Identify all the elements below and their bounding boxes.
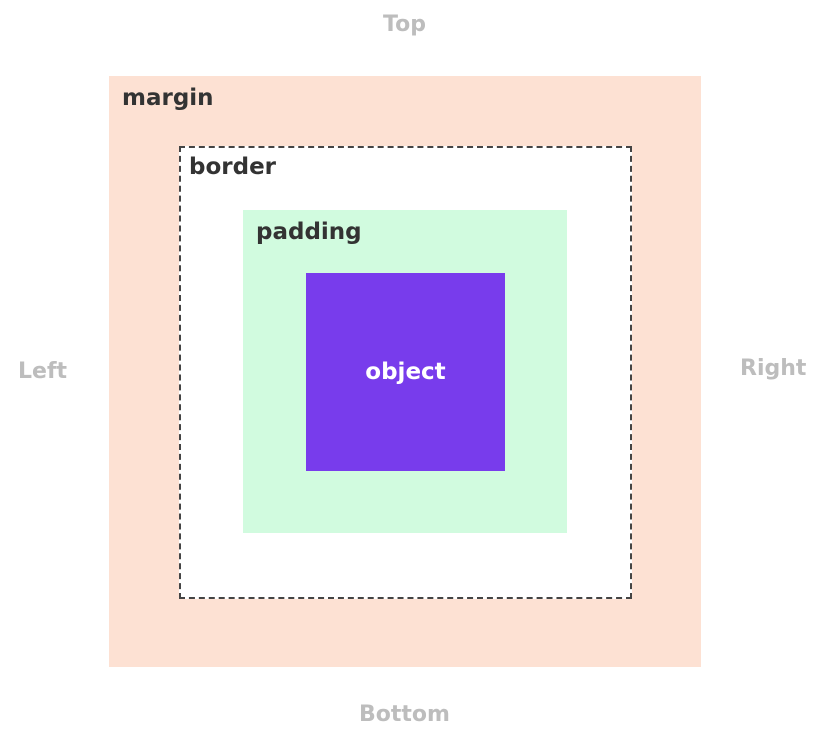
top-label: Top (383, 12, 426, 37)
object-box: object (306, 273, 505, 471)
object-label: object (365, 359, 446, 385)
border-label: border (189, 154, 277, 180)
left-label: Left (18, 359, 68, 384)
bottom-label: Bottom (359, 702, 450, 727)
right-label: Right (740, 356, 807, 381)
padding-label: padding (256, 219, 362, 245)
margin-label: margin (122, 85, 214, 111)
